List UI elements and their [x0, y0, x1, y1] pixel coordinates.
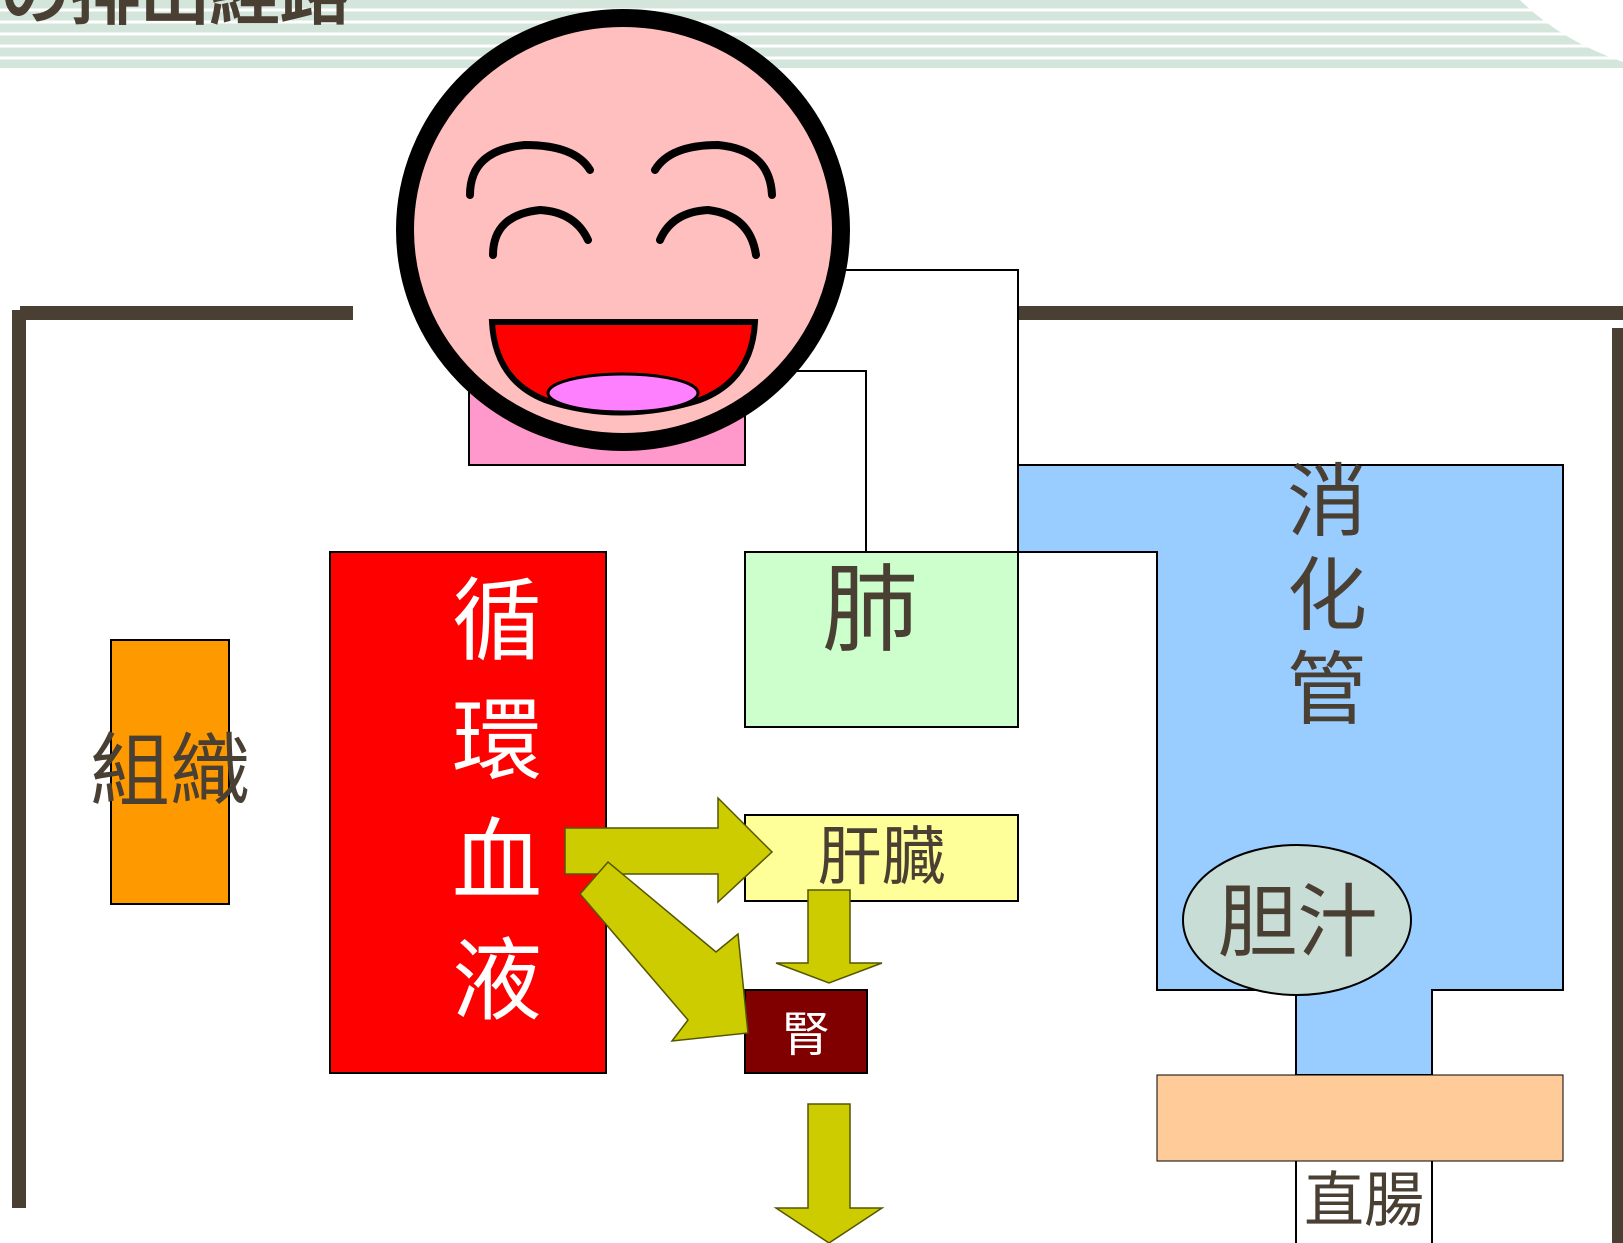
rectum-label: 直腸	[1304, 1166, 1424, 1236]
lung-block	[744, 551, 1019, 728]
bile-label: 胆汁	[1217, 875, 1378, 969]
arrow-blood-to-liver	[564, 796, 774, 904]
arrow-blood-to-kidney	[579, 860, 749, 1042]
tissue-block	[110, 639, 230, 905]
body-frame	[12, 306, 1623, 1243]
kidney-label: 腎	[781, 1007, 830, 1063]
digestive-tract-label: 消化管	[1274, 459, 1367, 741]
flow-arrows	[564, 796, 885, 1243]
header-band	[0, 0, 1623, 68]
tissue-label: 組織	[90, 725, 250, 818]
lung-label: 肺	[822, 554, 918, 666]
arrow-kidney-to-outside	[773, 1103, 885, 1243]
liver-label: 肝臓	[817, 821, 946, 895]
arrow-liver-to-kidney	[775, 889, 883, 984]
smiling-face-icon	[396, 9, 850, 451]
liver-block	[744, 814, 1019, 902]
rectum-block	[1156, 1074, 1564, 1162]
page-title: の排出経路	[0, 0, 600, 30]
bile-ellipse	[1182, 844, 1412, 996]
blood-label: 循環血液	[436, 572, 541, 1053]
blood-block	[329, 551, 607, 1074]
